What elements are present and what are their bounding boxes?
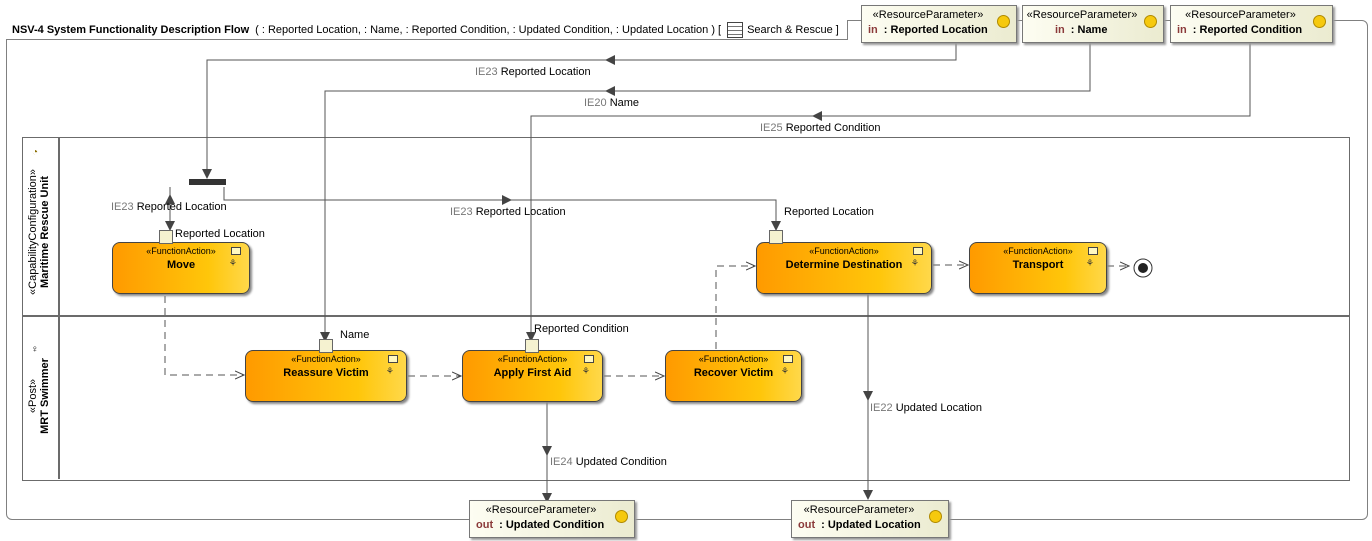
input-pin-determine-destination[interactable] [769, 230, 783, 244]
action-apply-first-aid[interactable]: «FunctionAction» Apply First Aid ⚘ [462, 350, 603, 402]
pin-label: Reported Condition [534, 323, 629, 335]
call-behavior-icon: ⚘ [780, 366, 789, 376]
pin-label: Reported Location [175, 228, 265, 240]
function-action-icon [584, 355, 594, 363]
flow-label-ie23-determine: IE23 Reported Location [450, 206, 566, 218]
input-pin-apply-first-aid[interactable] [525, 339, 539, 353]
function-action-icon [231, 247, 241, 255]
resource-parameter-icon [615, 510, 628, 523]
call-behavior-icon: ⚘ [385, 366, 394, 376]
object-flow-ie23 [202, 42, 957, 179]
pin-label: Name [340, 329, 370, 341]
flow-label-ie25: IE25 Reported Condition [760, 122, 881, 134]
parameter-reported-condition[interactable]: «ResourceParameter» in: Reported Conditi… [1170, 5, 1333, 43]
flow-arrow [863, 391, 873, 401]
resource-parameter-icon [929, 510, 942, 523]
parameter-name[interactable]: «ResourceParameter» in: Name [1022, 5, 1164, 43]
action-recover-victim[interactable]: «FunctionAction» Recover Victim ⚘ [665, 350, 802, 402]
diagram-context[interactable]: Search & Rescue ] [747, 23, 839, 36]
flow-label-ie23: IE23 Reported Location [475, 66, 591, 78]
resource-parameter-icon [997, 15, 1010, 28]
flow-arrow [605, 55, 615, 65]
resource-parameter-icon [1144, 15, 1157, 28]
flow-label-ie23-move: IE23 Reported Location [111, 201, 227, 213]
object-flow-ie20 [320, 42, 1091, 342]
object-flow-ie25 [526, 42, 1251, 342]
parameter-reported-location[interactable]: «ResourceParameter» in: Reported Locatio… [861, 5, 1017, 43]
input-pin-reassure-victim[interactable] [319, 339, 333, 353]
action-reassure-victim[interactable]: «FunctionAction» Reassure Victim ⚘ [245, 350, 407, 402]
flow-arrow [502, 195, 512, 205]
activity-icon [727, 21, 744, 38]
function-action-icon [913, 247, 923, 255]
call-behavior-icon: ⚘ [910, 258, 919, 268]
diagram-header: NSV-4 System Functionality Description F… [6, 20, 848, 40]
swimlane-container [22, 137, 1350, 481]
parameter-updated-location[interactable]: «ResourceParameter» out: Updated Locatio… [791, 500, 949, 538]
flow-label-ie20: IE20 Name [584, 97, 640, 109]
lane-divider [22, 315, 1349, 317]
object-flow-fork-determine [223, 187, 781, 231]
resource-parameter-icon [1313, 15, 1326, 28]
call-behavior-icon: ⚘ [581, 366, 590, 376]
flow-label-ie24: IE24 Updated Condition [550, 456, 667, 468]
fork-node [189, 179, 226, 185]
pin-label: Reported Location [784, 206, 874, 218]
function-action-icon [783, 355, 793, 363]
flow-arrow [165, 194, 175, 204]
flow-arrow [812, 111, 822, 121]
input-pin-move[interactable] [159, 230, 173, 244]
action-determine-destination[interactable]: «FunctionAction» Determine Destination ⚘ [756, 242, 932, 294]
call-behavior-icon: ⚘ [1085, 258, 1094, 268]
flow-arrow [542, 446, 552, 456]
parameter-updated-condition[interactable]: «ResourceParameter» out: Updated Conditi… [469, 500, 635, 538]
post-icon: ♀ [31, 344, 39, 355]
diagram-title: NSV-4 System Functionality Description F… [12, 23, 250, 36]
function-action-icon [388, 355, 398, 363]
action-move[interactable]: «FunctionAction» Move ⚘ [112, 242, 250, 294]
capability-configuration-icon: ◔ [32, 147, 39, 158]
flow-label-ie22: IE22 Updated Location [870, 402, 982, 414]
flow-arrow [605, 86, 615, 96]
diagram-signature: ( : Reported Location, : Name, : Reporte… [255, 23, 722, 36]
control-flow-recover-determine [715, 266, 755, 349]
action-transport[interactable]: «FunctionAction» Transport ⚘ [969, 242, 1107, 294]
lane-header-mrt-swimmer[interactable]: ♀ «Post» MRT Swimmer [22, 316, 60, 479]
control-flow-move-reassure [164, 296, 244, 375]
lane-header-maritime-rescue-unit[interactable]: ◔ «CapabilityConfiguration» Maritime Res… [22, 137, 60, 315]
function-action-icon [1088, 247, 1098, 255]
activity-final-node-center [1138, 263, 1148, 273]
call-behavior-icon: ⚘ [228, 258, 237, 268]
